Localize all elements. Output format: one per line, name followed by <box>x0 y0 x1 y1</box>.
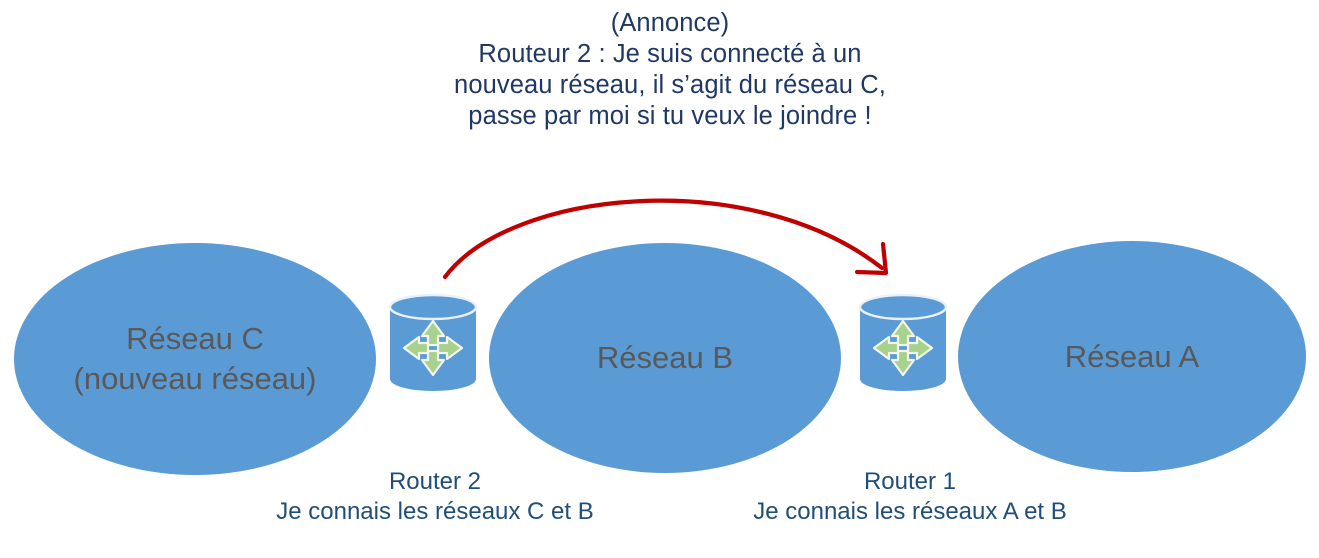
router-cylinder-body <box>858 293 948 391</box>
network-ellipse-a: Réseau A <box>958 241 1306 472</box>
router-name-1: Router 1 <box>863 468 957 495</box>
network-label-b: Réseau B <box>596 340 734 375</box>
router-icon-1 <box>854 291 952 395</box>
router-knows-2: Je connais les réseaux C et B <box>276 498 594 525</box>
network-label-c: Réseau C (nouveau réseau) <box>73 321 317 396</box>
router-name-2: Router 2 <box>388 468 482 495</box>
announcement-header: (Annonce) <box>610 9 730 37</box>
router-four-way-arrows <box>402 319 464 377</box>
network-ellipse-c: Réseau C (nouveau réseau) <box>14 243 376 475</box>
announcement-line-3: passe par moi si tu veux le joindre ! <box>468 102 872 130</box>
router-four-way-arrows <box>872 319 934 377</box>
network-label-a: Réseau A <box>1064 338 1200 374</box>
announcement-text-block: (Annonce) Routeur 2 : Je suis connecté à… <box>380 8 960 132</box>
router-cylinder-body <box>388 293 478 391</box>
router-icon-2 <box>384 291 482 395</box>
router-knows-1: Je connais les réseaux A et B <box>753 498 1067 525</box>
network-ellipse-b: Réseau B <box>489 243 841 473</box>
announcement-line-2: nouveau réseau, il s’agit du réseau C, <box>454 71 886 99</box>
announcement-line-1: Routeur 2 : Je suis connecté à un <box>478 40 862 68</box>
router-caption-2: Router 2 Je connais les réseaux C et B <box>185 467 685 527</box>
router-caption-1: Router 1 Je connais les réseaux A et B <box>660 467 1160 527</box>
